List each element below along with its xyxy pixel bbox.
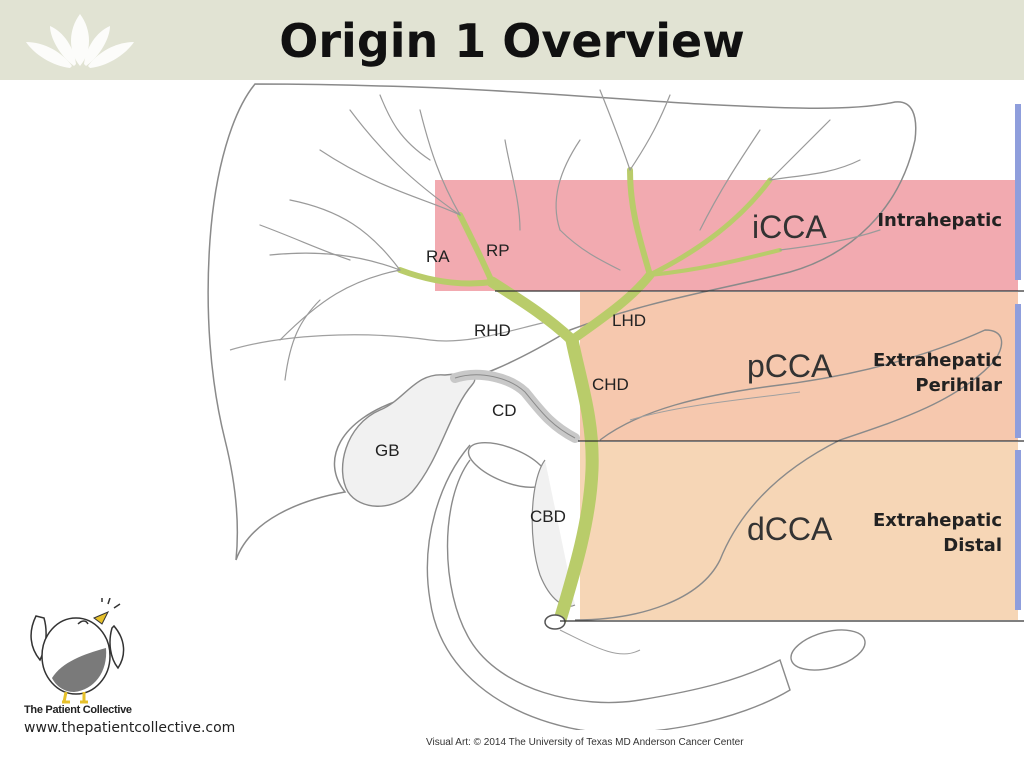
zone-label-distal: Extrahepatic Distal	[873, 508, 1002, 558]
duodenum-fold	[559, 629, 641, 655]
duodenum-outline	[426, 444, 791, 730]
bile-duct-diagram: RA RP RHD LHD CHD CD GB CBD iCCA pCCA dC…	[207, 83, 1024, 730]
zone-label-line: Perihilar	[915, 375, 1002, 396]
gallbladder	[341, 373, 476, 507]
zone-code-dcca: dCCA	[747, 511, 833, 547]
pancreas-outline	[574, 329, 1003, 621]
pancreas-inner	[629, 391, 801, 421]
cystic-duct-outline	[454, 374, 576, 439]
zone-label-perihilar: Extrahepatic Perihilar	[873, 348, 1002, 398]
image-credit: Visual Art: © 2014 The University of Tex…	[426, 737, 744, 748]
bile-duct-branches	[259, 89, 881, 381]
zone-code-icca: iCCA	[752, 209, 827, 245]
zone-label-line: Distal	[943, 535, 1002, 556]
label-cbd: CBD	[530, 507, 566, 526]
zone-code-pcca: pCCA	[747, 348, 833, 384]
liver-lower-lobe	[229, 319, 556, 351]
zone-label-line: Extrahepatic	[872, 510, 1002, 531]
zone-bar-intrahepatic	[1015, 104, 1021, 280]
lotus-logo-icon	[26, 14, 134, 68]
zone-bar-distal	[1015, 450, 1021, 610]
zone-label-intrahepatic: Intrahepatic	[877, 208, 1002, 233]
zone-band-dcca	[580, 442, 1018, 620]
zone-bar-perihilar	[1015, 304, 1021, 438]
duodenum-end	[790, 629, 866, 671]
label-ra: RA	[426, 247, 450, 266]
zone-label-line: Intrahepatic	[877, 210, 1002, 231]
label-rp: RP	[486, 241, 510, 260]
zone-band-pcca	[580, 292, 1018, 441]
label-rhd: RHD	[474, 321, 511, 340]
label-gb: GB	[375, 441, 400, 460]
label-cd: CD	[492, 401, 517, 420]
label-chd: CHD	[592, 375, 629, 394]
brand-name: The Patient Collective	[24, 704, 132, 716]
website-url[interactable]: www.thepatientcollective.com	[24, 720, 236, 736]
header-bar	[0, 0, 1024, 80]
zone-label-line: Extrahepatic	[872, 350, 1002, 371]
bile-duct-tree	[397, 167, 782, 627]
zone-band-icca	[435, 180, 1018, 291]
bird-mascot-icon	[30, 598, 125, 704]
label-lhd: LHD	[612, 311, 646, 330]
page-title: Origin 1 Overview	[279, 14, 745, 68]
ampulla	[544, 614, 566, 630]
